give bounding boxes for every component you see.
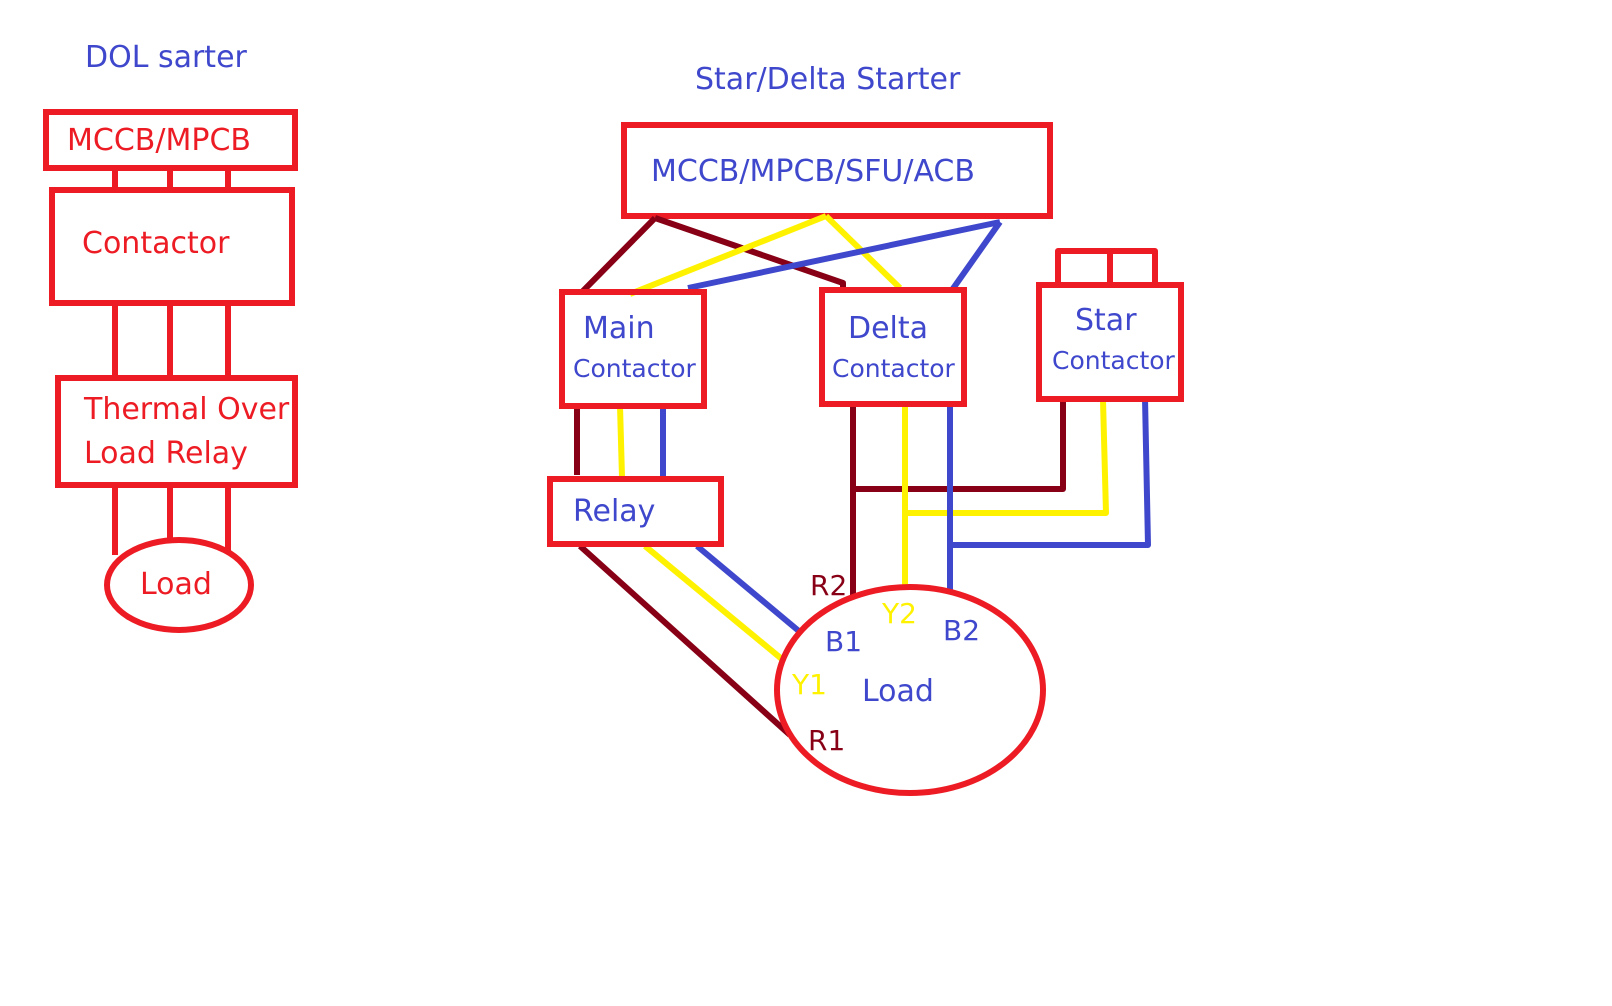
dol-title: DOL sarter [85,40,248,75]
sd-load-ellipse [774,584,1046,796]
star-contactor-label-2: Contactor [1052,346,1176,375]
sd-title: Star/Delta Starter [695,62,961,97]
terminal-b1: B1 [825,625,862,658]
dol-load-ellipse [104,537,254,633]
terminal-r2: R2 [810,569,847,602]
terminal-y2: Y2 [881,597,917,630]
main-contactor-label-2: Contactor [573,354,697,383]
dol-wires-breaker-contactor [112,168,231,190]
dol-starter: DOL sarter MCCB/MPCB Contactor Thermal O… [43,40,298,633]
wires-dark-red [574,215,1066,738]
star-contactor-box [1036,282,1184,402]
star-contactor-bridge [1055,248,1158,285]
terminal-r1: R1 [808,724,845,757]
terminal-y1: Y1 [791,668,827,701]
delta-contactor-box [819,287,967,407]
sd-load-label: Load [862,674,934,709]
dol-overload-relay-box [55,375,298,488]
dol-relay-label-2: Load Relay [84,436,248,471]
delta-contactor-label-1: Delta [848,311,928,346]
sd-breaker-box [621,122,1053,219]
dol-breaker-label: MCCB/MPCB [67,123,251,158]
sd-breaker-label: MCCB/MPCB/SFU/ACB [651,154,975,189]
dol-contactor-label: Contactor [82,226,230,261]
terminal-b2: B2 [943,614,980,647]
delta-contactor-label-2: Contactor [832,354,956,383]
sd-relay-label: Relay [573,494,655,529]
star-contactor-label-1: Star [1075,303,1137,338]
main-contactor-label-1: Main [583,311,655,346]
sd-relay-box [547,476,724,547]
main-contactor-box [559,289,707,409]
dol-wires-contactor-relay [112,303,231,378]
star-delta-starter: Star/Delta Starter MCCB/MPCB/SFU/ACB Mai… [547,62,1184,796]
dol-load-label: Load [140,567,212,602]
dol-relay-label-1: Thermal Over [83,392,290,427]
wires-blue [660,219,1151,635]
dol-wires-relay-load [112,485,231,555]
